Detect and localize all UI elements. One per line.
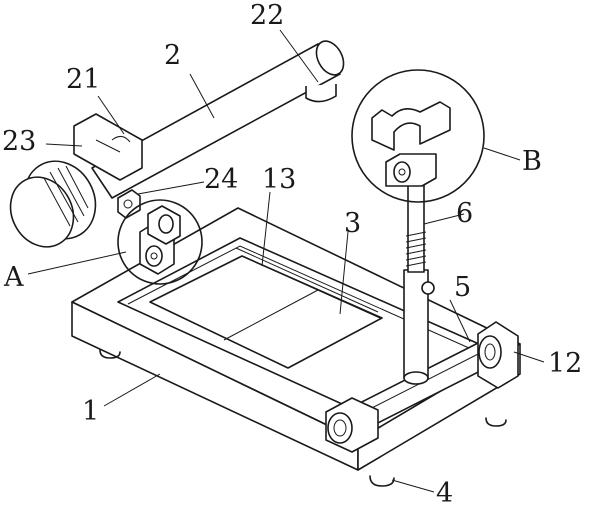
cross-tube <box>9 40 345 248</box>
label-24: 24 <box>204 164 238 195</box>
label-3: 3 <box>344 208 361 239</box>
label-a: A <box>3 262 24 293</box>
label-4: 4 <box>436 478 453 508</box>
detail-a <box>117 199 203 285</box>
label-1: 1 <box>82 396 99 427</box>
label-2: 2 <box>164 40 181 71</box>
label-5: 5 <box>454 272 471 303</box>
label-13: 13 <box>262 164 296 195</box>
detail-b <box>351 69 485 203</box>
label-b: B <box>522 146 542 177</box>
leader-lines <box>27 29 545 493</box>
label-23: 23 <box>2 126 36 157</box>
inner-plate <box>149 247 383 369</box>
label-22: 22 <box>250 0 284 31</box>
label-12: 12 <box>548 348 582 379</box>
label-6: 6 <box>456 198 473 229</box>
label-21: 21 <box>66 64 100 95</box>
roller-assembly <box>325 321 519 453</box>
reference-labels: 2 22 21 23 24 13 3 6 5 12 1 4 A B <box>2 0 582 508</box>
